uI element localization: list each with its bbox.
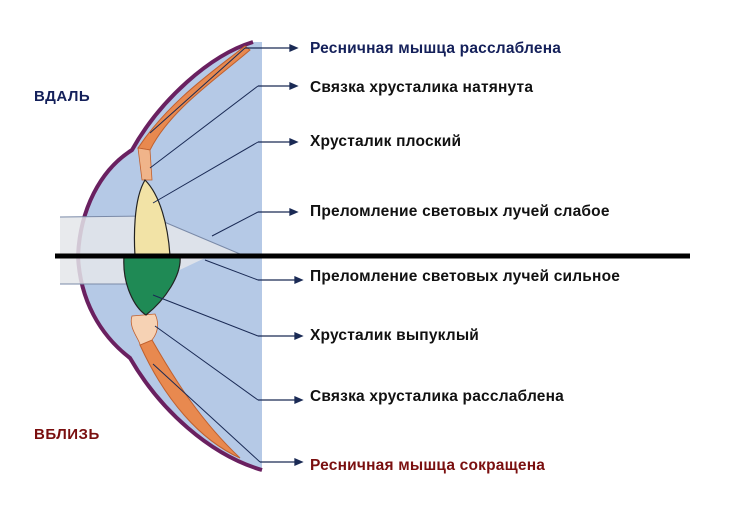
lens-ligament-taut xyxy=(137,147,153,181)
label-lens-flat: Хрусталик плоский xyxy=(310,133,462,150)
ciliary-muscle-contracted xyxy=(139,339,241,459)
label-refraction-strong: Преломление световых лучей сильное xyxy=(310,268,621,285)
label-ciliary-muscle-contracted: Ресничная мышца сокращена xyxy=(310,457,546,474)
lens-ligament-slack xyxy=(130,313,159,346)
label-ciliary-muscle-relaxed: Ресничная мышца расслаблена xyxy=(310,40,562,57)
label-ligament-slack: Связка хрусталика расслаблена xyxy=(310,388,564,405)
label-ligament-taut: Связка хрусталика натянута xyxy=(310,79,534,96)
label-arrows xyxy=(245,44,304,466)
label-lens-convex: Хрусталик выпуклый xyxy=(310,327,480,344)
label-refraction-weak: Преломление световых лучей слабое xyxy=(310,203,610,220)
lens-convex xyxy=(123,255,181,316)
side-label-far: ВДАЛЬ xyxy=(34,88,91,105)
side-label-near: ВБЛИЗЬ xyxy=(34,426,100,443)
